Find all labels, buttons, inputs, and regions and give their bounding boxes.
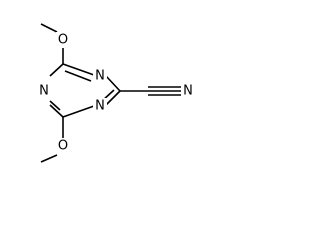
atom-ring-n-left: N: [37, 83, 51, 99]
atom-layer: N N N O O N: [37, 32, 195, 154]
atom-label-ring-n-top: N: [95, 69, 105, 84]
bond-o-top-to-methyl: [40, 23, 58, 33]
atom-label-o-top: O: [58, 33, 68, 48]
atom-ring-n-top: N: [93, 68, 107, 84]
atom-label-o-bottom: O: [58, 139, 68, 154]
ring-bond-n-bottom-to-c-bottom: [62, 105, 95, 118]
atom-ring-n-bottom: N: [93, 98, 107, 114]
atom-o-top: O: [56, 32, 70, 48]
ring-bond-c-bottom-to-n-left: [49, 104, 64, 118]
ring-bond-c-top-to-n-top-double: [64, 70, 92, 82]
atom-o-bottom: O: [56, 138, 70, 154]
atom-label-ring-n-bottom: N: [95, 99, 105, 114]
atom-label-nitrile-n: N: [183, 84, 193, 99]
ring-bond-n-top-to-c-right: [105, 75, 121, 92]
ring-bond-n-left-to-c-top: [49, 63, 64, 77]
ring-bond-c-right-to-n-bottom: [105, 90, 121, 106]
ring-bond-c-top-to-n-top: [62, 63, 95, 76]
bond-o-bottom-to-methyl: [40, 154, 58, 163]
ring-bond-c-bottom-to-n-left-double: [49, 100, 61, 111]
atom-label-ring-n-left: N: [39, 84, 49, 99]
molecule-diagram: N N N O O N: [37, 23, 195, 163]
bond-layer: [40, 23, 182, 163]
atom-nitrile-n: N: [181, 83, 195, 99]
